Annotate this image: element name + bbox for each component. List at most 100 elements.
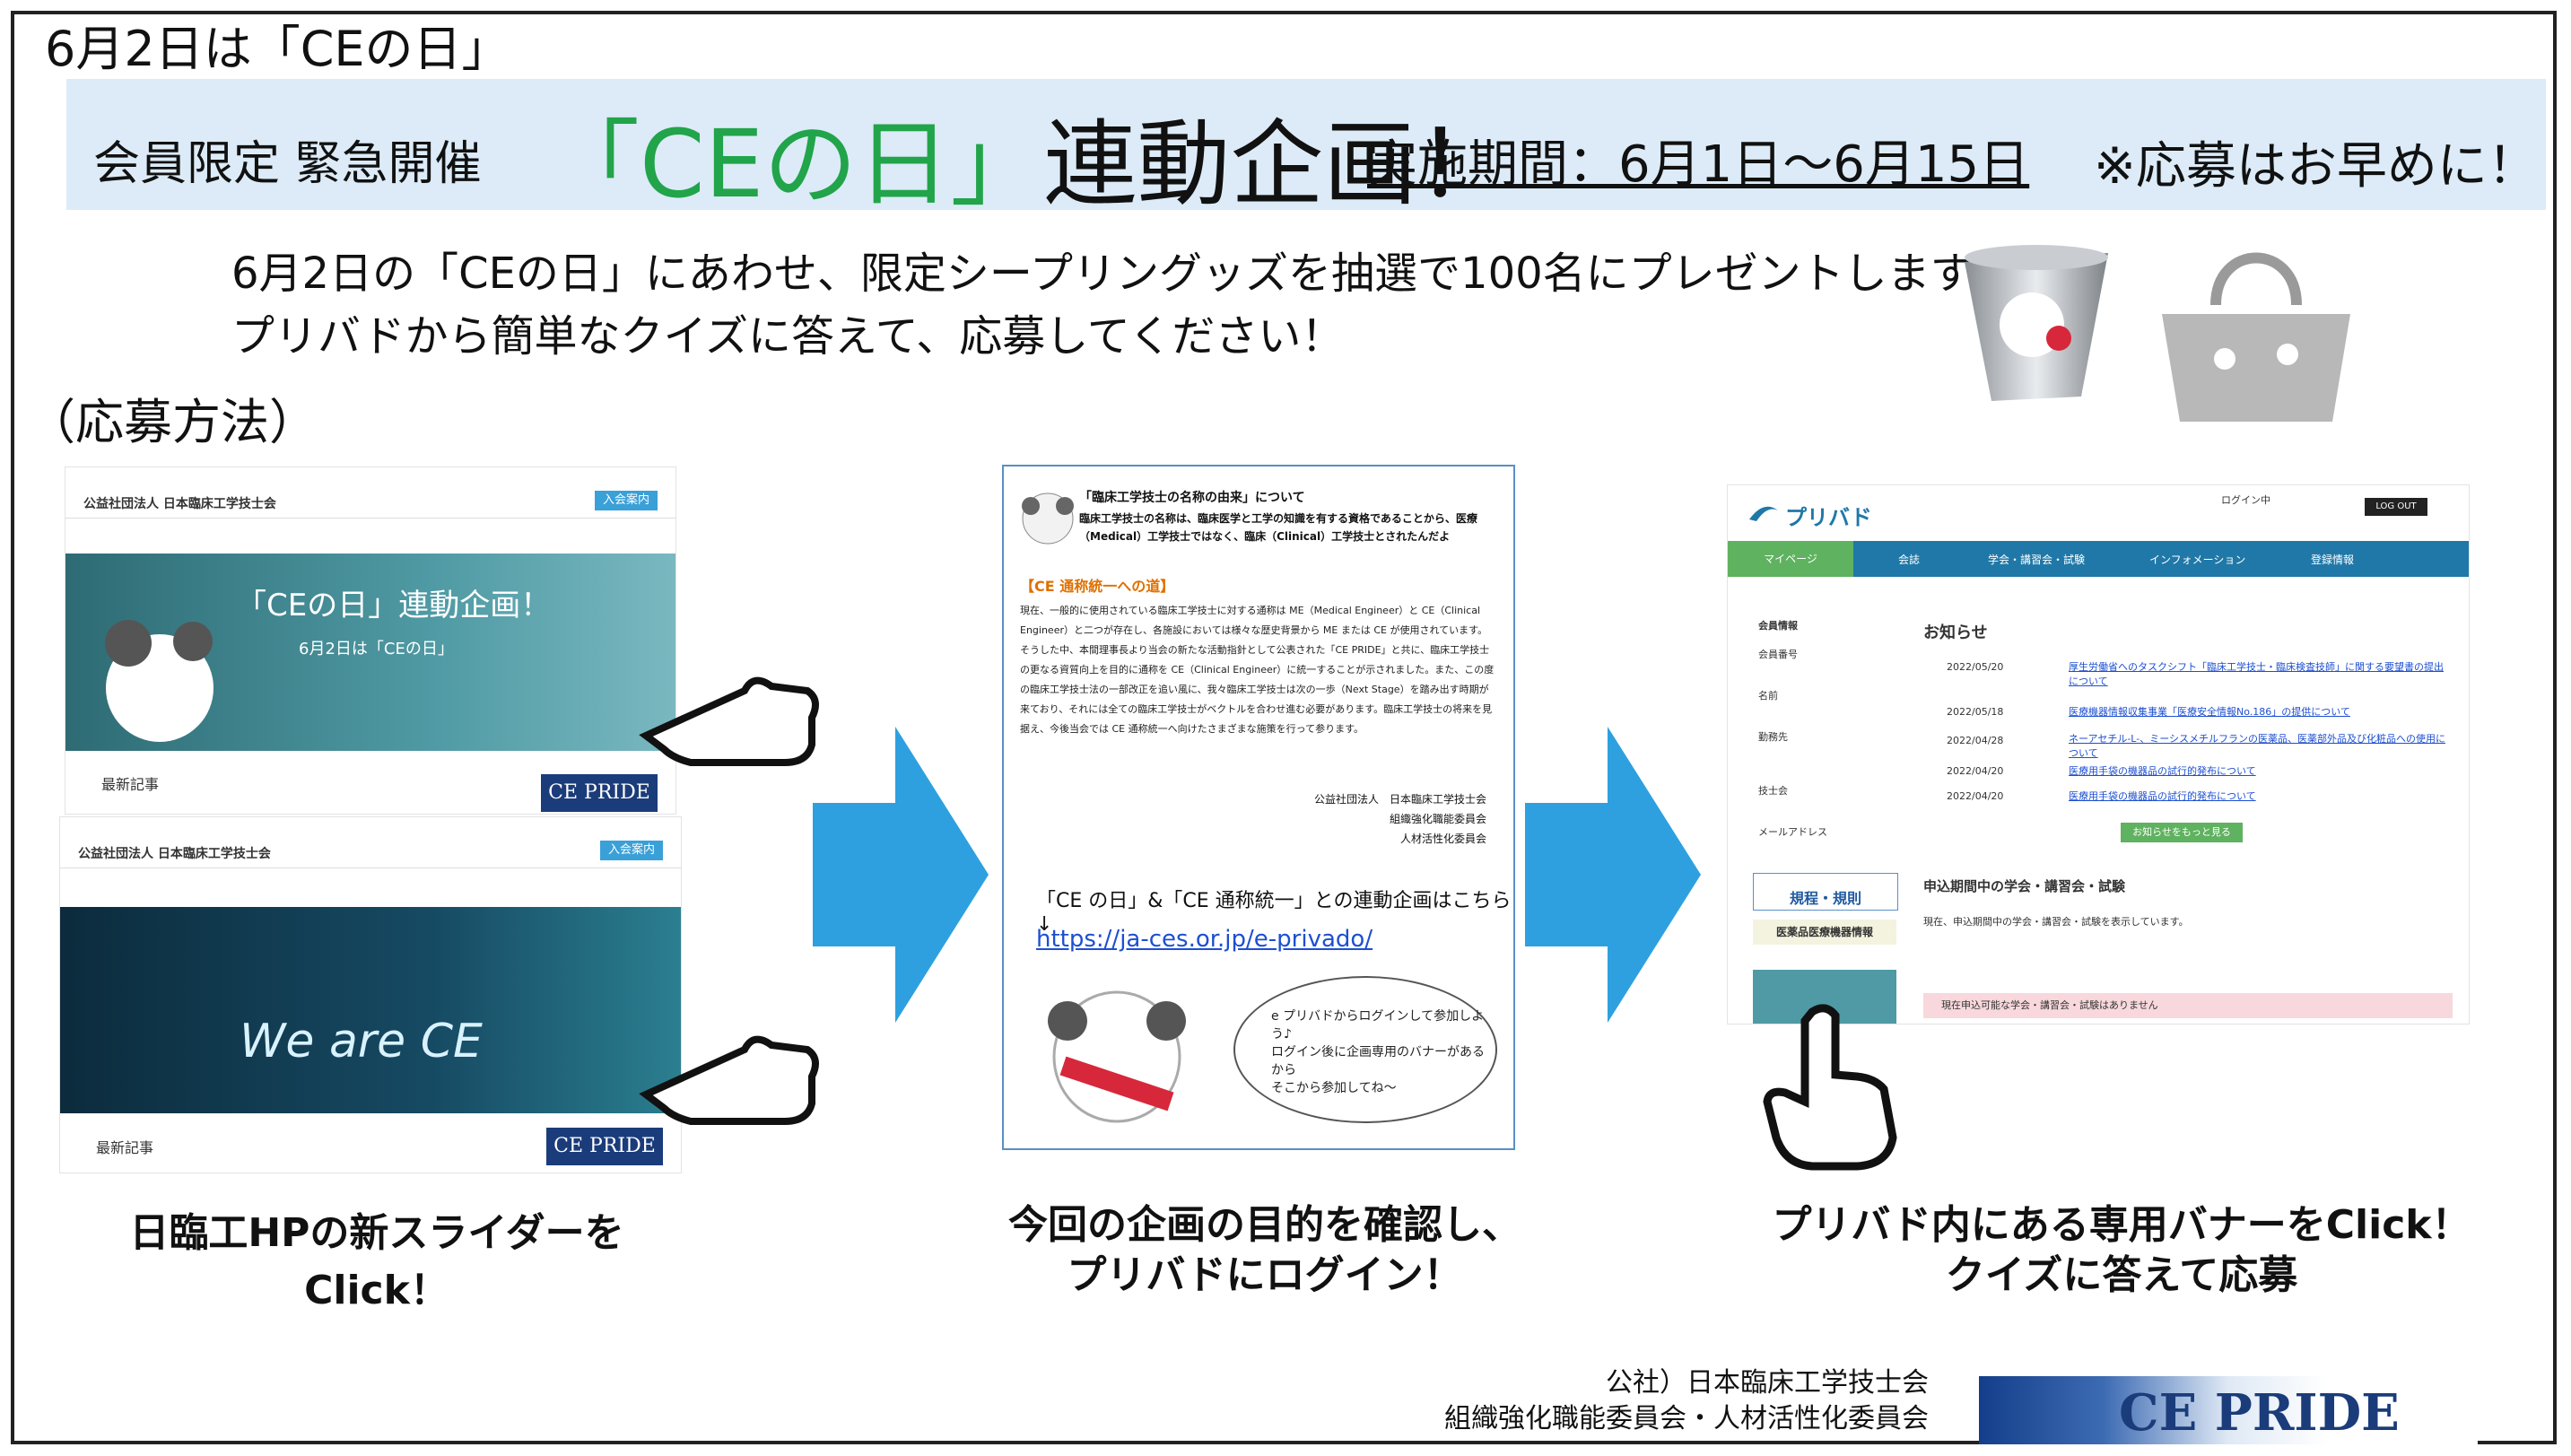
doc-link-label: 「CE の日」&「CE 通称統一」との連動企画はこちら↓ <box>1036 890 1512 936</box>
step3-caption: プリバド内にある専用バナーをClick！ クイズに答えて応募 <box>1740 1200 2503 1301</box>
join-button[interactable]: 入会案内 <box>595 491 658 510</box>
banner-headline-green: 「CEの日」 <box>546 109 1044 219</box>
news-title: お知らせ <box>1923 623 1988 642</box>
more-news-button[interactable]: お知らせをもっと見る <box>2121 823 2243 842</box>
privado-screenshot: プリバド ログイン中 LOG OUT マイページ 会誌 学会・講習会・試験 イン… <box>1727 484 2470 1024</box>
sheep-mascot-icon <box>105 620 214 742</box>
doc-heading-2: 臨床工学技士の名称は、臨床医学と工学の知識を有する資格であることから、医療（Me… <box>1079 512 1477 543</box>
doc-org-line-3: 人材活性化委員会 <box>1399 833 1486 845</box>
no-events-notice: 現在申込可能な学会・講習会・試験はありません <box>1923 993 2453 1018</box>
news-link[interactable]: 医療機器情報収集事業「医療安全情報No.186」の提供について <box>2069 706 2350 718</box>
privado-nav: マイページ 会誌 学会・講習会・試験 インフォメーション 登録情報 <box>1728 541 2469 577</box>
news-date: 2022/04/28 <box>1947 735 2004 746</box>
ce-pride-logo: CE PRIDE <box>1979 1376 2478 1444</box>
pointing-hand-icon <box>639 1035 819 1125</box>
step3-caption-line-2: クイズに答えて応募 <box>1945 1252 2298 1298</box>
news-link[interactable]: ネーアセチル-L-、ミーシスメチルフランの医薬品、医薬部外品及び化粧品への使用に… <box>2069 733 2445 759</box>
sheep-mascot-icon <box>1022 493 1074 545</box>
hero2-title: We are CE <box>240 1015 483 1068</box>
doc-organization: 公益社団法人 日本臨床工学技士会 組織強化職能委員会 人材活性化委員会 <box>1314 789 1486 849</box>
news-link[interactable]: 医療用手袋の機器品の試行的発布について <box>2069 790 2256 802</box>
slider-hero-ce-day[interactable]: 「CEの日」連動企画！ 6月2日は「CEの日」 <box>65 554 675 751</box>
banner-note: ※応募はお早めに！ <box>2094 137 2538 196</box>
logout-button[interactable]: LOG OUT <box>2365 498 2427 516</box>
footer-line-2: 組織強化職能委員会・人材活性化委員会 <box>1444 1403 1929 1434</box>
news-date: 2022/04/20 <box>1947 790 2004 802</box>
news-link[interactable]: 厚生労働省へのタスクシフト「臨床工学技士・臨床検査技師」に関する要望書の提出につ… <box>2069 661 2444 687</box>
sheep-mascot-sash-icon <box>1048 990 1186 1123</box>
campaign-banner: 会員限定 緊急開催 「CEの日」連動企画！ 実施期間：6月1日～6月15日 ※応… <box>66 79 2546 219</box>
hero1-title: 「CEの日」連動企画！ <box>236 588 552 623</box>
apply-text: 現在、申込期間中の学会・講習会・試験を表示しています。 <box>1923 916 2189 928</box>
step3-caption-line-1: プリバド内にある専用バナーをClick！ <box>1772 1202 2471 1248</box>
site-org-name-2: 公益社団法人 日本臨床工学技士会 <box>78 847 271 861</box>
news-date: 2022/05/20 <box>1947 661 2004 673</box>
field-member-number: 会員番号 <box>1758 649 1798 660</box>
field-email: メールアドレス <box>1758 826 1827 838</box>
site-org-name: 公益社団法人 日本臨床工学技士会 <box>83 497 276 511</box>
footer-line-1: 公社）日本臨床工学技士会 <box>1606 1367 1929 1399</box>
news-date: 2022/05/18 <box>1947 706 2004 718</box>
banner-period: 実施期間：6月1日～6月15日 <box>1367 135 2030 194</box>
pointing-hand-icon <box>639 676 819 766</box>
pmda-banner[interactable]: 医薬品医療機器情報 <box>1753 920 1896 945</box>
rules-banner[interactable]: 規程・規則 <box>1753 873 1898 911</box>
doc-paragraph: 現在、一般的に使用されている臨床工学技士に対する通称は ME（Medical E… <box>1020 605 1495 735</box>
member-info-label: 会員情報 <box>1758 620 1798 632</box>
nav-seminars[interactable]: 学会・講習会・試験 <box>1988 554 2086 566</box>
banner-prefix: 会員限定 緊急開催 <box>93 137 482 191</box>
intro-line-2: プリバドから簡単なクイズに答えて、応募してください！ <box>231 311 1345 362</box>
nav-information[interactable]: インフォメーション <box>2149 554 2246 566</box>
slider-hero-we-are-ce[interactable]: We are CE <box>60 907 681 1113</box>
intro-line-1: 6月2日の「CEの日」にあわせ、限定シープリングッズを抽選で100名にプレゼント… <box>231 248 2012 299</box>
login-status: ログイン中 <box>2221 494 2270 506</box>
doc-section-title: 【CE 通称統一への道】 <box>1020 578 1175 595</box>
hero1-subtitle: 6月2日は「CEの日」 <box>299 640 454 658</box>
prize-tote-bag-image <box>2162 252 2350 422</box>
prize-tumbler-image <box>1965 245 2108 401</box>
bubble-line-1: e プリバドからログインして参加しよう♪ <box>1271 1009 1485 1042</box>
step1-caption: 日臨工HPの新スライダーをClick！ <box>129 1210 624 1313</box>
slide-frame <box>11 11 2557 1444</box>
speech-bubble: e プリバドからログインして参加しよう♪ ログイン後に企画専用のバナーがあるから… <box>1233 976 1497 1123</box>
clicking-hand-icon <box>1763 1004 1897 1171</box>
bubble-line-2: ログイン後に企画専用のバナーがあるから <box>1271 1045 1485 1077</box>
privado-link[interactable]: https://ja-ces.or.jp/e-privado/ <box>1036 926 1373 953</box>
apply-title: 申込期間中の学会・講習会・試験 <box>1923 878 2126 894</box>
campaign-document: 「臨床工学技士の名称の由来」について 臨床工学技士の名称は、臨床医学と工学の知識… <box>1002 465 1515 1150</box>
site-header-2: 公益社団法人 日本臨床工学技士会 入会案内 <box>60 835 681 868</box>
bubble-line-3: そこから参加してね～ <box>1271 1081 1397 1095</box>
privado-logo-icon <box>1749 506 1778 521</box>
ce-pride-logo-small-2: CE PRIDE <box>546 1128 663 1165</box>
step2-caption: 今回の企画の目的を確認し、 プリバドにログイン！ <box>951 1200 1579 1301</box>
news-label-2: 最新記事 <box>96 1139 154 1156</box>
step-arrow-icon <box>1525 727 1701 1023</box>
news-date: 2022/04/20 <box>1947 765 2004 777</box>
join-button-2[interactable]: 入会案内 <box>600 841 663 860</box>
privado-brand: プリバド <box>1785 505 1872 530</box>
site-screenshot-slider-2[interactable]: 公益社団法人 日本臨床工学技士会 入会案内 We are CE 最新記事 CE … <box>59 816 682 1173</box>
howto-label: （応募方法） <box>27 394 318 450</box>
news-label: 最新記事 <box>101 776 160 793</box>
doc-org-line-1: 公益社団法人 日本臨床工学技士会 <box>1313 793 1486 806</box>
doc-org-line-2: 組織強化職能委員会 <box>1389 813 1486 825</box>
ce-pride-logo-small: CE PRIDE <box>541 774 658 812</box>
step2-caption-line-2: プリバドにログイン！ <box>1067 1252 1463 1298</box>
news-link[interactable]: 医療用手袋の機器品の試行的発布について <box>2069 765 2256 777</box>
ce-pride-logo-text: CE PRIDE <box>2119 1383 2400 1443</box>
site-header: 公益社団法人 日本臨床工学技士会 入会案内 <box>65 485 675 519</box>
step2-caption-line-1: 今回の企画の目的を確認し、 <box>1008 1202 1521 1248</box>
site-screenshot-slider-1[interactable]: 公益社団法人 日本臨床工学技士会 入会案内 「CEの日」連動企画！ 6月2日は「… <box>65 466 676 815</box>
slide-title: 6月2日は「CEの日」 <box>45 21 510 77</box>
nav-registration[interactable]: 登録情報 <box>2311 554 2355 566</box>
field-association: 技士会 <box>1758 785 1788 797</box>
step-arrow-icon <box>813 727 989 1023</box>
banner-headline-black: 連動企画！ <box>1043 109 1511 219</box>
banner-headline: 「CEの日」連動企画！ <box>546 88 1510 223</box>
field-workplace: 勤務先 <box>1758 731 1788 743</box>
intro-text: 6月2日の「CEの日」にあわせ、限定シープリングッズを抽選で100名にプレゼント… <box>231 242 2012 368</box>
footer-organization: 公社）日本臨床工学技士会 組織強化職能委員会・人材活性化委員会 <box>1166 1365 1929 1437</box>
field-name: 名前 <box>1758 690 1778 702</box>
nav-journal[interactable]: 会誌 <box>1898 554 1921 566</box>
nav-mypage[interactable]: マイページ <box>1728 541 1853 577</box>
